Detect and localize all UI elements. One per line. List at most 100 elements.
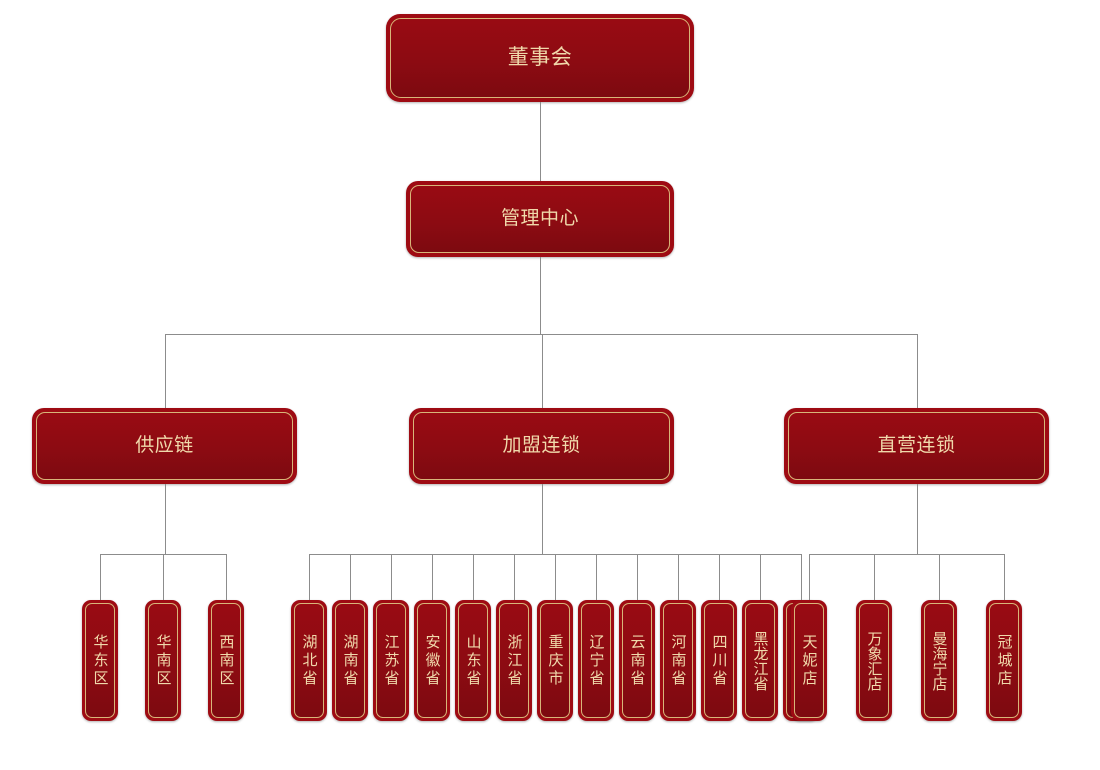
- node-inner: 河南省: [663, 603, 693, 718]
- node-label: 湖北省: [300, 633, 318, 688]
- node-franchise-unit[interactable]: 重庆市: [537, 600, 573, 721]
- node-inner: 江苏省: [376, 603, 406, 718]
- connector-drop-division-1: [542, 334, 543, 408]
- node-inner: 管理中心: [410, 185, 670, 253]
- connector-bus-supply-chain: [100, 554, 226, 555]
- node-division-direct-chain[interactable]: 直营连锁: [784, 408, 1049, 484]
- connector-bus-direct: [809, 554, 1004, 555]
- node-label: 河南省: [669, 633, 687, 688]
- node-inner: 山东省: [458, 603, 488, 718]
- node-inner: 万象汇店: [859, 603, 889, 718]
- node-direct-unit[interactable]: 万象汇店: [856, 600, 892, 721]
- node-supply-chain-unit[interactable]: 西南区: [208, 600, 244, 721]
- node-inner: 供应链: [36, 412, 293, 480]
- connector-bus-franchise: [309, 554, 801, 555]
- node-franchise-unit[interactable]: 四川省: [701, 600, 737, 721]
- connector-drop-direct: [809, 554, 810, 600]
- node-franchise-unit[interactable]: 安徽省: [414, 600, 450, 721]
- node-label: 安徽省: [423, 633, 441, 688]
- node-inner: 董事会: [390, 18, 690, 98]
- connector-management-stem: [540, 257, 541, 334]
- node-supply-chain-unit[interactable]: 华南区: [145, 600, 181, 721]
- connector-drop-franchise: [350, 554, 351, 600]
- node-label: 万象汇店: [865, 630, 883, 691]
- connector-drop-franchise: [760, 554, 761, 600]
- node-label: 直营连锁: [877, 435, 956, 457]
- node-inner: 云南省: [622, 603, 652, 718]
- node-franchise-unit[interactable]: 江苏省: [373, 600, 409, 721]
- node-inner: 加盟连锁: [413, 412, 670, 480]
- node-direct-unit[interactable]: 曼海宁店: [921, 600, 957, 721]
- connector-drop-franchise: [391, 554, 392, 600]
- node-inner: 天妮店: [794, 603, 824, 718]
- node-label: 浙江省: [505, 633, 523, 688]
- connector-drop-franchise: [432, 554, 433, 600]
- connector-drop-franchise: [719, 554, 720, 600]
- node-inner: 华南区: [148, 603, 178, 718]
- node-label: 供应链: [135, 435, 194, 457]
- connector-drop-supply-chain: [100, 554, 101, 600]
- node-franchise-unit[interactable]: 辽宁省: [578, 600, 614, 721]
- node-division-franchise-chain[interactable]: 加盟连锁: [409, 408, 674, 484]
- connector-drop-division-0: [165, 334, 166, 408]
- node-label: 江苏省: [382, 633, 400, 688]
- node-direct-unit[interactable]: 冠城店: [986, 600, 1022, 721]
- node-label: 管理中心: [500, 208, 579, 230]
- node-label: 加盟连锁: [502, 435, 581, 457]
- connector-drop-supply-chain: [163, 554, 164, 600]
- node-inner: 湖北省: [294, 603, 324, 718]
- node-inner: 湖南省: [335, 603, 365, 718]
- node-direct-unit[interactable]: 天妮店: [791, 600, 827, 721]
- connector-stem-direct: [917, 484, 918, 554]
- node-label: 黑龙江省: [751, 630, 769, 691]
- connector-drop-direct: [1004, 554, 1005, 600]
- node-inner: 黑龙江省: [745, 603, 775, 718]
- node-inner: 西南区: [211, 603, 241, 718]
- node-inner: 重庆市: [540, 603, 570, 718]
- node-inner: 浙江省: [499, 603, 529, 718]
- connector-drop-franchise: [637, 554, 638, 600]
- node-franchise-unit[interactable]: 山东省: [455, 600, 491, 721]
- node-label: 华东区: [91, 633, 109, 688]
- connector-drop-supply-chain: [226, 554, 227, 600]
- node-inner: 冠城店: [989, 603, 1019, 718]
- node-label: 重庆市: [546, 633, 564, 688]
- connector-drop-franchise: [801, 554, 802, 600]
- connector-stem-supply-chain: [165, 484, 166, 554]
- node-supply-chain-unit[interactable]: 华东区: [82, 600, 118, 721]
- node-label: 云南省: [628, 633, 646, 688]
- connector-drop-franchise: [514, 554, 515, 600]
- node-franchise-unit[interactable]: 浙江省: [496, 600, 532, 721]
- node-label: 湖南省: [341, 633, 359, 688]
- connector-drop-franchise: [596, 554, 597, 600]
- node-franchise-unit[interactable]: 黑龙江省: [742, 600, 778, 721]
- connector-drop-direct: [874, 554, 875, 600]
- node-label: 四川省: [710, 633, 728, 688]
- node-inner: 四川省: [704, 603, 734, 718]
- node-label: 华南区: [154, 633, 172, 688]
- node-division-supply-chain[interactable]: 供应链: [32, 408, 297, 484]
- connector-drop-division-2: [917, 334, 918, 408]
- connector-drop-direct: [939, 554, 940, 600]
- node-inner: 曼海宁店: [924, 603, 954, 718]
- connector-drop-franchise: [555, 554, 556, 600]
- node-label: 西南区: [217, 633, 235, 688]
- connector-stem-franchise: [542, 484, 543, 554]
- node-label: 山东省: [464, 633, 482, 688]
- node-management-center[interactable]: 管理中心: [406, 181, 674, 257]
- node-franchise-unit[interactable]: 云南省: [619, 600, 655, 721]
- connector-drop-franchise: [678, 554, 679, 600]
- node-franchise-unit[interactable]: 河南省: [660, 600, 696, 721]
- connector-root-to-management: [540, 102, 541, 181]
- node-franchise-unit[interactable]: 湖北省: [291, 600, 327, 721]
- node-label: 曼海宁店: [930, 630, 948, 691]
- node-franchise-unit[interactable]: 湖南省: [332, 600, 368, 721]
- node-inner: 安徽省: [417, 603, 447, 718]
- node-label: 天妮店: [800, 633, 818, 688]
- node-label: 冠城店: [995, 633, 1013, 688]
- connector-division-bus: [165, 334, 917, 335]
- connector-drop-franchise: [309, 554, 310, 600]
- node-board-of-directors[interactable]: 董事会: [386, 14, 694, 102]
- connector-drop-franchise: [473, 554, 474, 600]
